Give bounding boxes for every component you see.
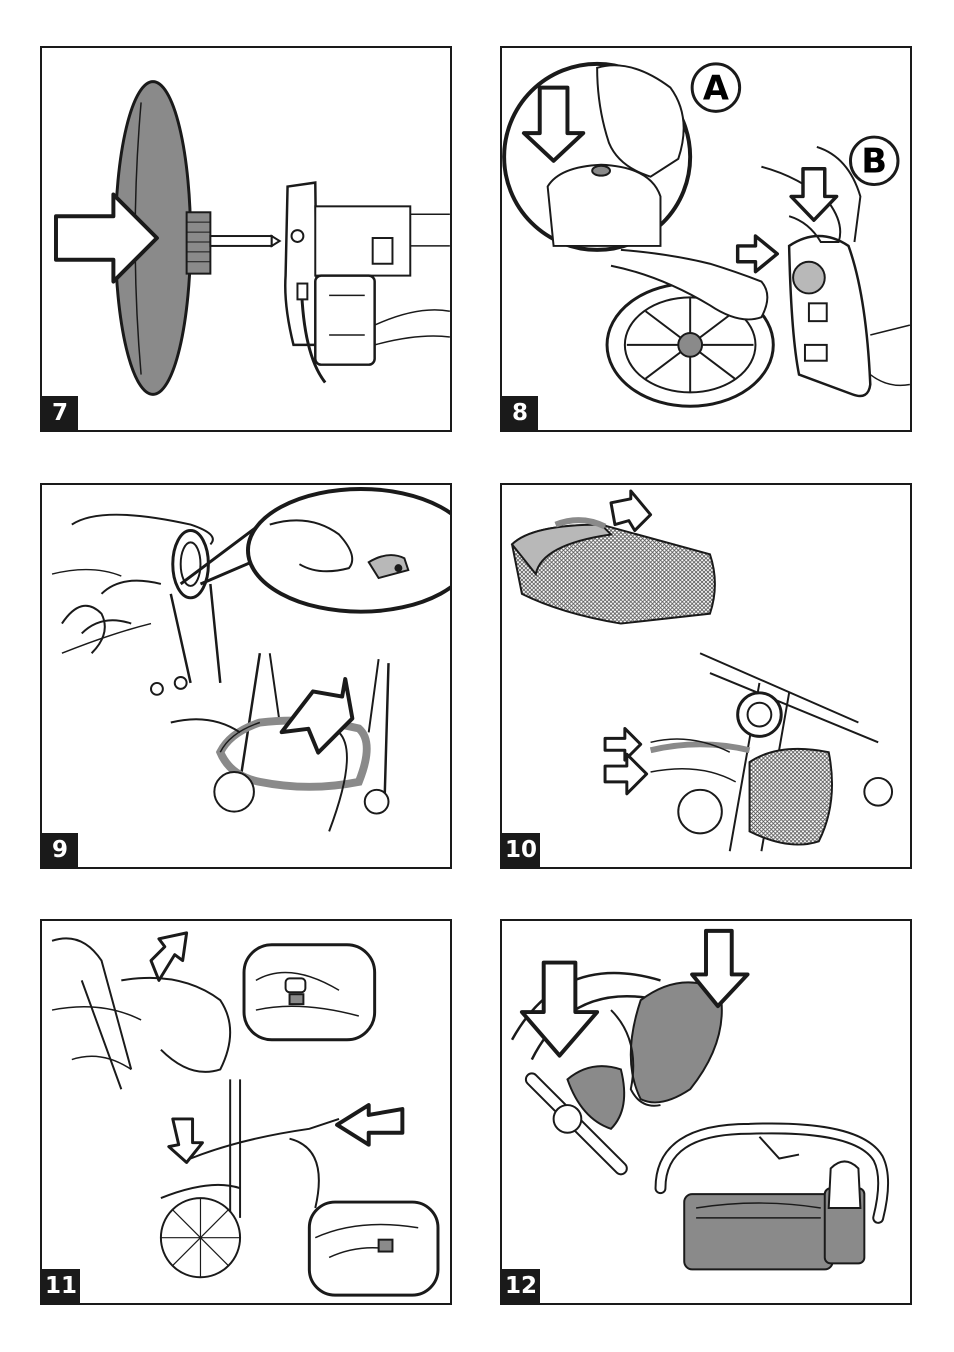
step-number: 10 [502,833,540,867]
label-a: A [703,68,729,107]
step-number: 9 [42,833,78,867]
step-number: 8 [502,396,538,430]
step-10-panel: 10 [500,483,912,869]
step-12-panel: 12 [500,919,912,1305]
step-number: 7 [42,396,78,430]
step-10-illustration [502,485,910,867]
step-8-illustration: A B [502,48,910,430]
label-b: B [861,142,887,181]
step-9-panel: 9 [40,483,452,869]
step-12-illustration [502,921,910,1303]
step-9-illustration [42,485,450,867]
step-number: 11 [42,1269,80,1303]
step-11-panel: 11 [40,919,452,1305]
step-11-illustration [42,921,450,1303]
step-7-panel: 7 [40,46,452,432]
step-8-panel: A B 8 [500,46,912,432]
step-7-illustration [42,48,450,430]
step-number: 12 [502,1269,540,1303]
